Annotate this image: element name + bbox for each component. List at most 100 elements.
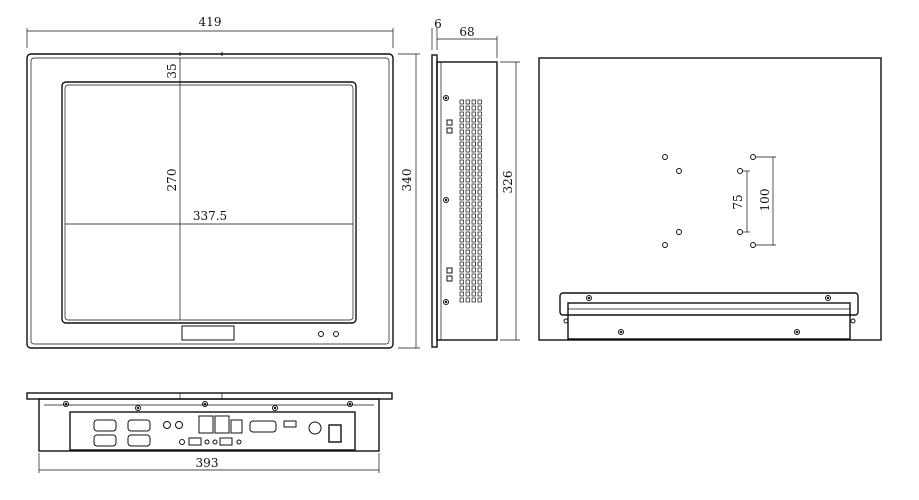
vent-slot: [471, 219, 476, 225]
vesa-hole-75-bottom-right: [737, 229, 743, 235]
vent-slot: [471, 117, 476, 123]
rear-screw-6: [850, 318, 856, 324]
vent-slot: [477, 183, 482, 189]
vent-slot: [471, 147, 476, 153]
vent-slot: [471, 249, 476, 255]
vent-slot: [465, 267, 470, 273]
vent-slot: [477, 159, 482, 165]
vent-slot: [459, 279, 464, 285]
vent-slot: [459, 297, 464, 303]
vent-slot: [471, 171, 476, 177]
vent-slot: [477, 99, 482, 105]
front-logo-plate: [181, 325, 235, 341]
rear-screw-1: [586, 295, 592, 301]
vent-slot: [477, 279, 482, 285]
vent-slot: [459, 111, 464, 117]
side-port-1b: [446, 127, 453, 134]
vent-slot: [465, 105, 470, 111]
vent-slot: [471, 213, 476, 219]
vent-slot: [465, 171, 470, 177]
vent-slot: [465, 123, 470, 129]
vent-slot: [465, 195, 470, 201]
front-bezel-inner: [30, 57, 390, 345]
lan-port-1: [198, 415, 214, 434]
vesa-hole-100-top-right: [750, 154, 756, 160]
vent-slot: [465, 129, 470, 135]
vent-slot: [465, 273, 470, 279]
rear-view: 75 100: [538, 57, 882, 341]
vent-slot: [477, 285, 482, 291]
vent-slot: [471, 129, 476, 135]
dim-screen-width: 337.5: [193, 209, 227, 223]
front-screen-inner: [64, 84, 354, 321]
dim-vesa-100: 100: [758, 189, 772, 212]
dim-vesa-75: 75: [731, 194, 745, 209]
vent-slot: [477, 111, 482, 117]
vent-slot: [477, 117, 482, 123]
vesa-hole-100-top-left: [662, 154, 668, 160]
vent-slot: [459, 273, 464, 279]
vent-slot: [459, 177, 464, 183]
side-vent-grid: [459, 99, 482, 303]
side-port-1a: [446, 119, 453, 126]
vent-slot: [471, 201, 476, 207]
usb-port-lower: [219, 437, 233, 446]
vent-slot: [465, 255, 470, 261]
vent-slot: [477, 171, 482, 177]
led-4: [236, 439, 242, 445]
side-screw-mid: [443, 197, 449, 203]
front-view: 419 35 270 337.5 340: [26, 15, 420, 349]
vent-slot: [465, 153, 470, 159]
audio-jack-1: [163, 421, 171, 429]
vent-slot: [477, 237, 482, 243]
hdmi-port: [188, 437, 202, 446]
vent-slot: [477, 225, 482, 231]
vent-slot: [465, 99, 470, 105]
bottom-screw-3: [202, 401, 208, 407]
vent-slot: [459, 153, 464, 159]
vent-slot: [465, 201, 470, 207]
vent-slot: [465, 231, 470, 237]
vent-slot: [471, 273, 476, 279]
vent-slot: [471, 111, 476, 117]
dc-in-jack: [308, 421, 322, 435]
vesa-hole-75-bottom-left: [676, 229, 682, 235]
vent-slot: [477, 255, 482, 261]
side-screw-bottom: [443, 299, 449, 305]
vent-slot: [477, 195, 482, 201]
vent-slot: [471, 195, 476, 201]
vent-slot: [459, 231, 464, 237]
vga-port: [249, 420, 277, 433]
vent-slot: [477, 267, 482, 273]
vent-slot: [477, 165, 482, 171]
vent-slot: [465, 261, 470, 267]
vesa-hole-100-bottom-left: [662, 242, 668, 248]
vent-slot: [465, 285, 470, 291]
vent-slot: [477, 231, 482, 237]
vent-slot: [465, 159, 470, 165]
dim-bottom-width: 393: [196, 456, 219, 470]
rear-screw-5: [563, 318, 569, 324]
bottom-screw-2: [135, 405, 141, 411]
vent-slot: [471, 237, 476, 243]
vent-slot: [471, 123, 476, 129]
vent-slot: [459, 225, 464, 231]
vent-slot: [465, 147, 470, 153]
vent-slot: [465, 249, 470, 255]
power-switch: [328, 424, 342, 443]
rear-screw-2: [825, 295, 831, 301]
usb-port: [283, 420, 297, 428]
vent-slot: [459, 201, 464, 207]
vent-slot: [465, 237, 470, 243]
vent-slot: [465, 183, 470, 189]
vent-slot: [477, 105, 482, 111]
rear-bracket-body: [567, 302, 851, 340]
vent-slot: [465, 279, 470, 285]
vent-slot: [459, 195, 464, 201]
dim-front-height: 340: [400, 169, 414, 192]
vent-slot: [471, 285, 476, 291]
vent-slot: [471, 165, 476, 171]
vent-slot: [459, 237, 464, 243]
front-bezel-outer: [26, 53, 394, 349]
